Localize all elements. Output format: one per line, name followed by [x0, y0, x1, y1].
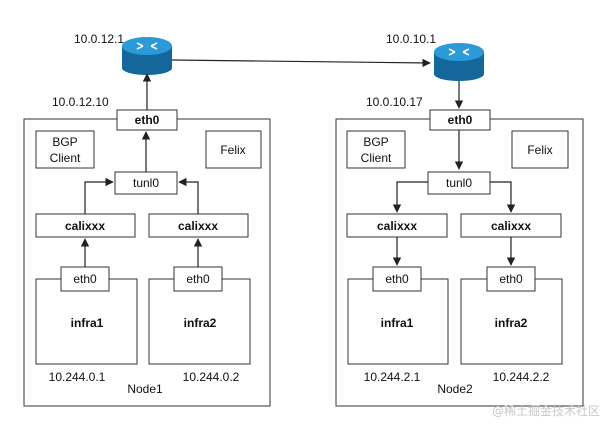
node1-pod-left — [35, 278, 138, 365]
node2-felix-label: Felix — [527, 143, 552, 157]
node2-pod-right-eth0-box — [486, 266, 536, 292]
node1-felix-box — [205, 130, 262, 169]
node1-cali-left-to-tunl0 — [84, 177, 114, 214]
node2-tunl0-label: tunl0 — [446, 176, 472, 190]
node1-bgp-line1: BGP — [52, 135, 77, 149]
node2-eth0-label: eth0 — [448, 113, 473, 127]
node1-pod-left-eth0-box — [60, 266, 110, 292]
node2-pod-right-eth0: eth0 — [499, 272, 523, 286]
node2-pod-left-eth0-box — [372, 266, 422, 292]
node1-felix-label: Felix — [220, 143, 245, 157]
node1-pod-left-eth0: eth0 — [73, 272, 97, 286]
router-ip-left: 10.0.12.1 — [74, 32, 124, 46]
node2-cali-left-label: calixxx — [377, 219, 417, 233]
node2-felix-box — [511, 130, 569, 169]
node1-pod-right-name: infra2 — [184, 316, 217, 330]
node1-name: Node1 — [127, 382, 163, 396]
node2-pod-right — [460, 278, 563, 365]
node2-tunl0-to-cali-left — [392, 181, 428, 213]
node1-bgp-line2: Client — [50, 151, 81, 165]
node2-tunl0-to-cali-right — [490, 181, 516, 213]
node1-pod-right-ip: 10.244.0.2 — [183, 370, 240, 384]
router-ip-right: 10.0.10.1 — [386, 32, 436, 46]
node2-pod-left — [347, 278, 449, 365]
node1-pod-right — [148, 278, 251, 365]
node1-ip: 10.0.12.10 — [52, 95, 109, 109]
node1-cali-right-to-tunl0 — [178, 177, 199, 214]
node2-pod-left-ip: 10.244.2.1 — [364, 370, 421, 384]
router-link-arrow — [171, 58, 431, 68]
router-icon-right — [434, 43, 484, 81]
node1-pod-right-eth0-box — [173, 266, 223, 292]
node2-eth0-box — [429, 109, 491, 131]
node1-pod-right-eth0: eth0 — [186, 272, 210, 286]
node2-tunl0-box — [427, 171, 491, 195]
node2-bgp-box — [346, 130, 406, 169]
node2-name: Node2 — [437, 382, 473, 396]
node2-pod-right-ip: 10.244.2.2 — [493, 370, 550, 384]
node1-cali-right-label: calixxx — [178, 219, 218, 233]
watermark-text: @稀土掘金技术社区 — [492, 403, 600, 418]
node2-cali-right-label: calixxx — [491, 219, 531, 233]
node1-pod-left-name: infra1 — [71, 316, 104, 330]
node2-ip: 10.0.10.17 — [366, 95, 423, 109]
node2-pod-left-eth0: eth0 — [385, 272, 409, 286]
node2-bgp-line1: BGP — [363, 135, 388, 149]
node1-eth0-label: eth0 — [135, 113, 160, 127]
node2-pod-left-name: infra1 — [381, 316, 414, 330]
node1-pod-left-ip: 10.244.0.1 — [49, 370, 106, 384]
node2-pod-right-name: infra2 — [495, 316, 528, 330]
node1-cali-left-label: calixxx — [65, 219, 105, 233]
node1-bgp-box — [35, 130, 95, 169]
node2-bgp-line2: Client — [361, 151, 392, 165]
node1-tunl0-label: tunl0 — [133, 176, 159, 190]
router-icon-left — [122, 37, 172, 75]
